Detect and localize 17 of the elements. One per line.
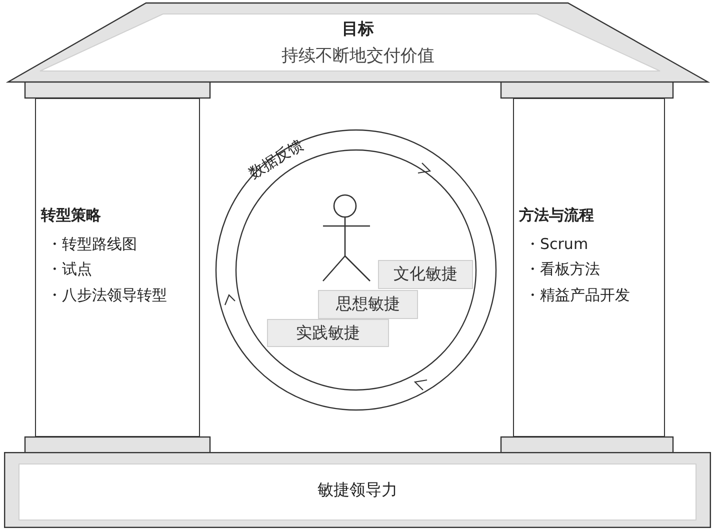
list-item: ・转型路线图 xyxy=(47,235,137,253)
step-box: 文化敏捷 xyxy=(378,260,473,289)
subtitle: 持续不断地交付价值 xyxy=(280,47,436,65)
pillar-shaft xyxy=(35,98,200,437)
heading: 方法与流程 xyxy=(519,206,594,224)
foundation-label: 敏捷领导力 xyxy=(316,481,398,499)
title: 目标 xyxy=(341,20,375,38)
pillar-shaft xyxy=(513,98,665,437)
list-item: ・看板方法 xyxy=(525,260,600,278)
list-item: ・八步法领导转型 xyxy=(47,286,167,304)
list-item: ・试点 xyxy=(47,260,92,278)
step-box: 实践敏捷 xyxy=(267,319,389,347)
list-item: ・精益产品开发 xyxy=(525,286,630,304)
ring-label: 数据反馈 xyxy=(246,135,306,183)
list-item: ・Scrum xyxy=(525,235,588,253)
heading: 转型策略 xyxy=(41,206,101,224)
step-box: 思想敏捷 xyxy=(318,290,418,319)
